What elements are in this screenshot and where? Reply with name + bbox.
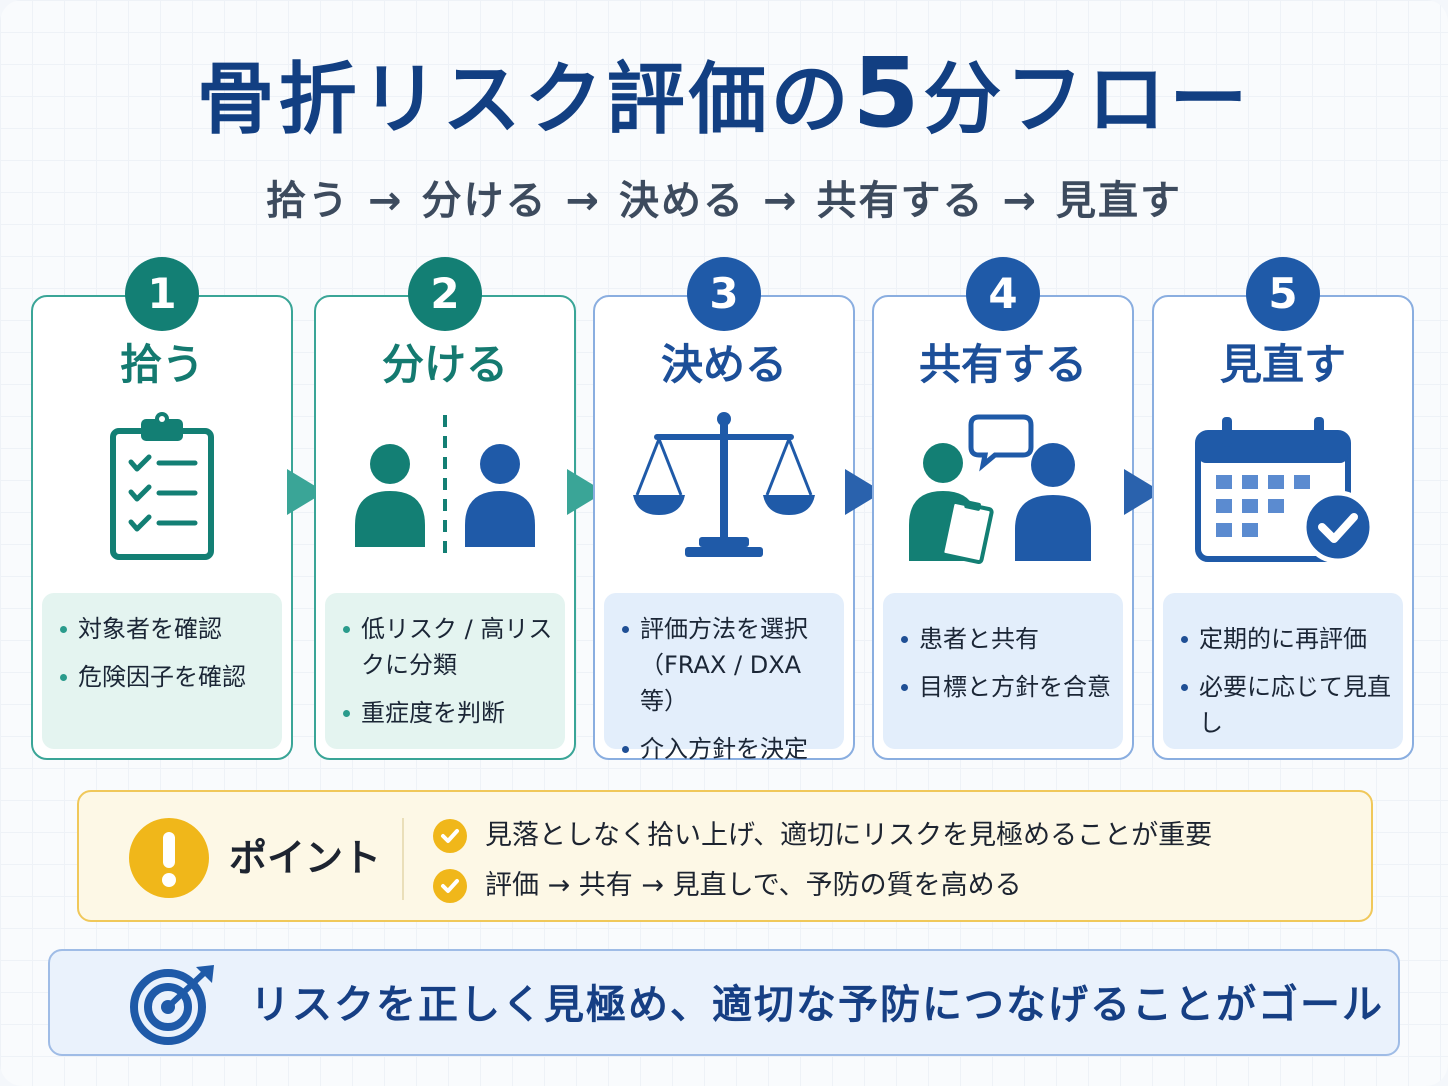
subtitle-step: 分ける — [421, 178, 548, 224]
subtitle-step: 共有する — [816, 178, 985, 224]
point-divider — [402, 818, 404, 900]
step-number-badge: 1 — [125, 257, 199, 331]
flow-subtitle: 拾う → 分ける → 決める → 共有する → 見直す — [0, 176, 1448, 226]
step-card-5: 5 見直す 定期的に再評価 必要に応じて — [1152, 257, 1414, 760]
clipboard-checklist-icon — [33, 407, 291, 577]
step-number-badge: 4 — [966, 257, 1040, 331]
goal-box: リスクを正しく見極め、適切な予防につなげることがゴール — [48, 949, 1400, 1056]
step-card-4: 4 共有する 患者と共有 目標と方針を合意 — [872, 257, 1134, 760]
step-title: 拾う — [119, 340, 204, 389]
subtitle-arrow: → — [367, 178, 404, 224]
exclamation-icon — [129, 818, 209, 898]
check-icon — [433, 819, 467, 853]
step-notes: 低リスク / 高リスクに分類 重症度を判断 — [325, 593, 565, 749]
step-number-badge: 5 — [1246, 257, 1320, 331]
point-text: 評価 → 共有 → 見直しで、予防の質を高める — [485, 870, 1022, 901]
step-title: 共有する — [918, 340, 1087, 389]
note-item: 評価方法を選択（FRAX / DXA 等） — [618, 611, 834, 719]
note-item: 必要に応じて見直し — [1177, 669, 1393, 741]
step-title: 見直す — [1219, 340, 1346, 389]
step-card-2: 2 分ける 低リスク / 高リスクに分類 重症度を判断 — [314, 257, 576, 760]
note-item: 患者と共有 — [897, 621, 1113, 657]
check-icon — [433, 869, 467, 903]
note-item: 対象者を確認 — [56, 611, 272, 647]
target-icon — [128, 963, 218, 1049]
subtitle-step: 決める — [619, 178, 745, 224]
subtitle-arrow: → — [1002, 178, 1039, 224]
step-number-badge: 3 — [687, 257, 761, 331]
step-card-3: 3 決める 評価方法を選択（FRAX / DXA 等） 介入方針を決定 — [593, 257, 855, 763]
subtitle-arrow: → — [565, 178, 601, 224]
point-box: ポイント 見落としなく拾い上げ、適切にリスクを見極めることが重要 評価 → 共有… — [77, 790, 1373, 922]
note-item: 危険因子を確認 — [56, 659, 272, 695]
title-number: 5 — [852, 37, 924, 149]
page-title: 骨折リスク評価の5分フロー — [0, 45, 1448, 145]
note-item: 介入方針を決定 — [618, 731, 834, 767]
step-title: 分ける — [381, 340, 508, 389]
subtitle-step: 拾う — [265, 178, 350, 224]
calendar-check-icon — [1154, 407, 1412, 577]
step-number-badge: 2 — [408, 257, 482, 331]
step-notes: 定期的に再評価 必要に応じて見直し — [1163, 593, 1403, 749]
title-main: 骨折リスク評価の — [196, 55, 853, 145]
note-item: 重症度を判断 — [339, 695, 555, 731]
subtitle-arrow: → — [763, 178, 799, 224]
step-notes: 患者と共有 目標と方針を合意 — [883, 593, 1123, 749]
step-notes: 評価方法を選択（FRAX / DXA 等） 介入方針を決定 — [604, 593, 844, 763]
title-suffix: 分フロー — [923, 55, 1252, 145]
point-label: ポイント — [229, 836, 382, 880]
step-card-1: 1 拾う 対象者を確認 危険因子を確認 — [31, 257, 293, 760]
note-item: 定期的に再評価 — [1177, 621, 1393, 657]
balance-scale-icon — [595, 407, 853, 577]
step-notes: 対象者を確認 危険因子を確認 — [42, 593, 282, 749]
two-people-divided-icon — [316, 407, 574, 577]
note-item: 低リスク / 高リスクに分類 — [339, 611, 555, 683]
point-text: 見落としなく拾い上げ、適切にリスクを見極めることが重要 — [485, 820, 1213, 851]
people-sharing-icon — [874, 407, 1132, 577]
subtitle-step: 見直す — [1056, 178, 1183, 224]
goal-text: リスクを正しく見極め、適切な予防につなげることがゴール — [250, 982, 1384, 1028]
step-title: 決める — [660, 340, 787, 389]
note-item: 目標と方針を合意 — [897, 669, 1113, 705]
